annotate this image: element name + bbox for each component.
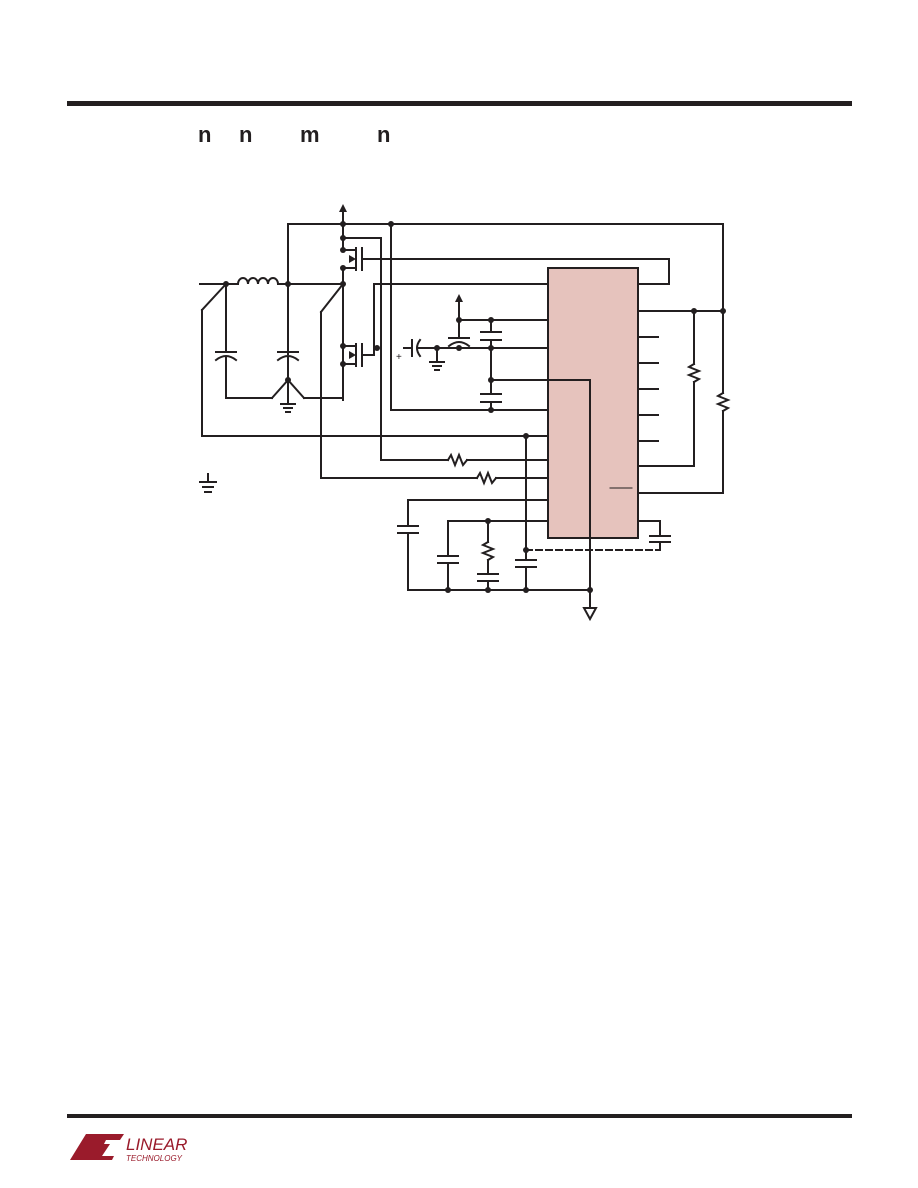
logo-mark-tail-icon [92, 1144, 114, 1160]
linear-technology-logo: LINEAR TECHNOLOGY [70, 1134, 187, 1163]
feedback-resistors [637, 310, 731, 494]
header-rule [67, 101, 852, 106]
header-glyph-4: n [377, 122, 391, 147]
top-supply-rail [287, 223, 724, 355]
header-glyph-3: m [300, 122, 320, 147]
output-inductor [199, 277, 344, 286]
ic-right-pins [637, 310, 724, 442]
signal-ground-symbol [582, 607, 598, 622]
output-capacitors [200, 282, 549, 437]
header-glyph-2: n [239, 122, 253, 147]
compensation-network [397, 435, 591, 591]
logo-mark-icon [70, 1134, 124, 1160]
ground-legend-symbol [199, 473, 217, 493]
footer-rule [67, 1114, 852, 1118]
bypass-capacitors [390, 223, 591, 609]
logo-word-linear: LINEAR [126, 1135, 187, 1154]
logo-word-technology: TECHNOLOGY [126, 1154, 183, 1163]
controller-ic [547, 267, 639, 539]
ground-symbol [280, 379, 296, 413]
lower-mosfet [342, 283, 549, 401]
switch-node-routing [319, 249, 549, 486]
junction-dots [223, 221, 726, 593]
cap-polarity-mark: + [396, 352, 402, 363]
header-glyph-1: n [198, 122, 212, 147]
optional-capacitor [525, 520, 671, 551]
